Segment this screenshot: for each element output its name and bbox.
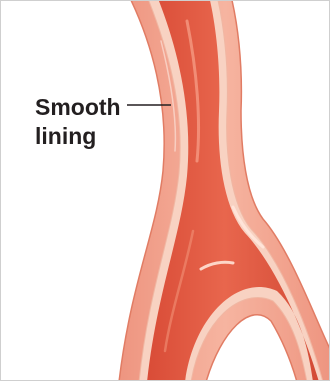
smooth-lining-label: Smooth lining	[35, 93, 121, 151]
